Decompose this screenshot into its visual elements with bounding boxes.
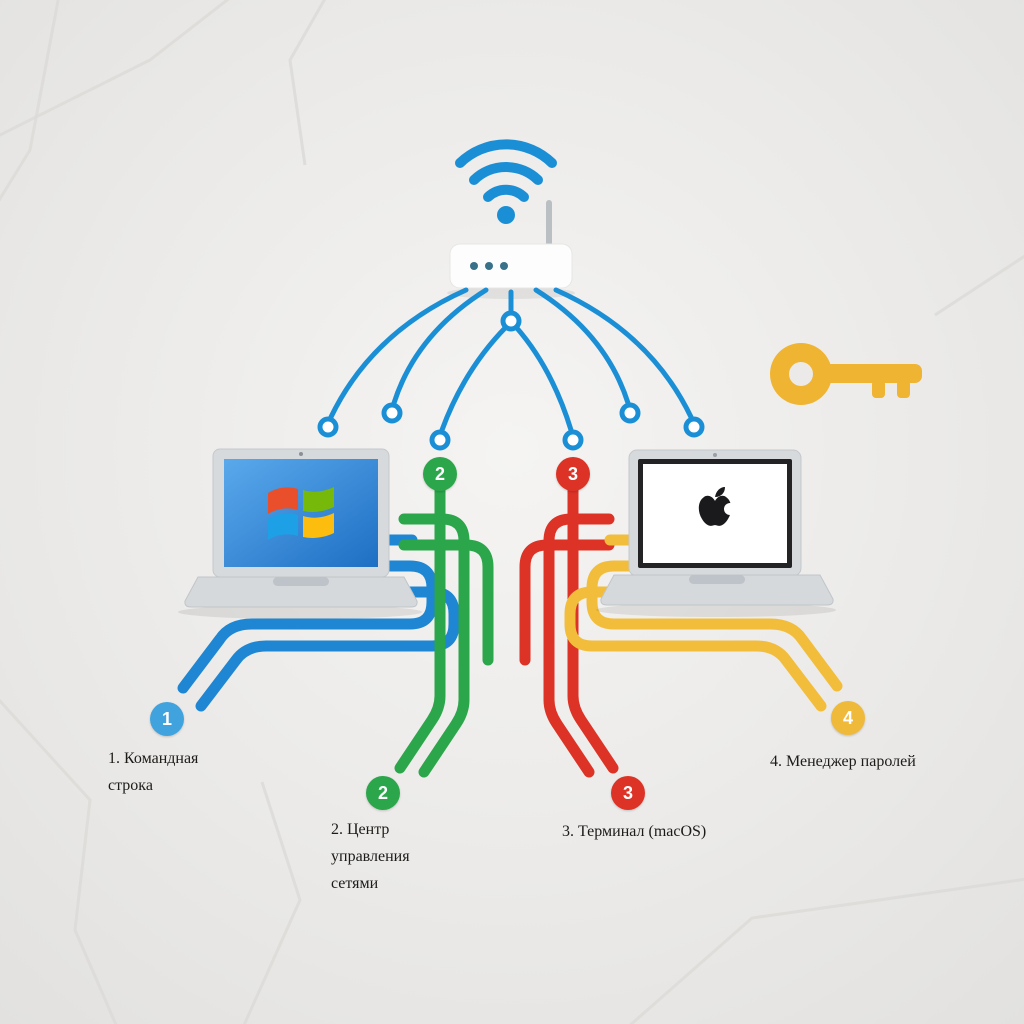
- badge-4: 4: [831, 701, 865, 735]
- label-network-center: 2. Центр управления сетями: [331, 821, 410, 893]
- badge-2-top: 2: [423, 457, 457, 491]
- label-terminal-macos: 3. Терминал (macOS): [562, 823, 707, 840]
- webcam-dot: [299, 452, 303, 456]
- badge-3-top-number: 3: [567, 463, 578, 484]
- badge-3-bottom-number: 3: [622, 782, 633, 803]
- badge-1: 1: [150, 702, 184, 736]
- windows-laptop: [178, 448, 422, 619]
- green-cable: [394, 484, 494, 778]
- red-cable: [519, 484, 619, 778]
- router-links: [317, 287, 705, 451]
- windows-logo: [268, 487, 334, 540]
- badge-2-bottom: 2: [366, 776, 400, 810]
- label-password-manager: 4. Менеджер паролей: [770, 753, 916, 770]
- badge-1-number: 1: [161, 708, 172, 729]
- wifi-signal-icon: [455, 139, 557, 224]
- mac-laptop: [596, 449, 836, 617]
- badge-3-top: 3: [556, 457, 590, 491]
- badge-3-bottom: 3: [611, 776, 645, 810]
- apple-logo: [698, 487, 736, 526]
- badge-2-top-number: 2: [434, 463, 445, 484]
- key-icon: [770, 343, 922, 405]
- badge-2-bottom-number: 2: [377, 782, 388, 803]
- webcam-dot: [713, 453, 717, 457]
- label-command-line: 1. Командная строка: [108, 750, 199, 795]
- badge-4-number: 4: [842, 707, 853, 728]
